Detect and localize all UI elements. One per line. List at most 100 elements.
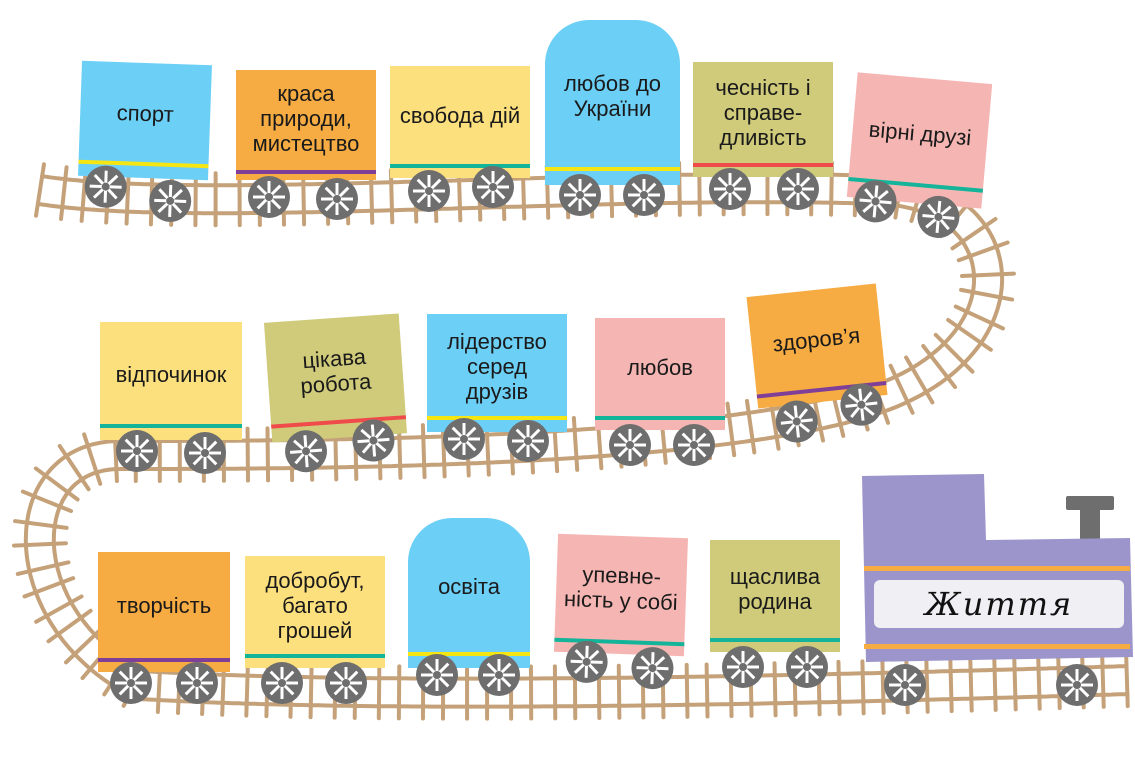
wheel-icon (840, 383, 883, 426)
locomotive: Життя (858, 472, 1133, 706)
wagon-label: цікава робота (299, 343, 373, 399)
wheel-icon (709, 168, 751, 210)
wheel-icon (777, 168, 819, 210)
railway-tie (836, 659, 842, 716)
railway-tie (46, 608, 93, 644)
railway-tie (946, 318, 993, 352)
wagon-wealth: добробут, багато грошей (245, 556, 385, 704)
wagon-stripe (390, 164, 530, 168)
railway-tie (265, 426, 271, 483)
railway-tie (924, 657, 930, 714)
railway-tie (1012, 655, 1018, 712)
wagon-beauty-art: краса природи, мистецтво (236, 70, 376, 220)
wheel-icon (623, 174, 665, 216)
wagon-label: відпочинок (115, 361, 227, 387)
wheel-icon (631, 647, 674, 690)
chimney (1066, 496, 1114, 510)
railway-tie (34, 594, 84, 624)
wheel-icon (149, 179, 192, 222)
railway-tie (22, 576, 76, 599)
wagon-body: любов до України (545, 20, 680, 185)
wagon-rest: відпочинок (100, 322, 242, 474)
railway-tie (744, 398, 757, 455)
wheel-icon (261, 662, 303, 704)
wagon-love: любов (595, 318, 725, 466)
railway-tie (376, 664, 382, 721)
railway-tie (684, 662, 690, 719)
railway-tie (64, 624, 106, 665)
railway-tie (959, 271, 1016, 278)
railway-tie (1100, 652, 1106, 709)
wheel-icon (775, 400, 818, 443)
wagon-self-confidence: упевне-ність у собі (553, 533, 689, 690)
wheel-icon (416, 654, 458, 696)
locomotive-stripe-top (864, 566, 1130, 571)
wagon-honesty: чесність і справе-дливість (693, 62, 833, 210)
railway-tie (725, 401, 737, 458)
wheel-icon (443, 418, 485, 460)
wagon-label: вірні друзі (867, 116, 973, 151)
wagon-body: свобода дій (390, 66, 530, 178)
wagon-body: краса природи, мистецтво (236, 70, 376, 180)
wagon-stripe (236, 170, 376, 174)
wagon-freedom: свобода дій (390, 66, 530, 212)
railway-tie (420, 423, 427, 480)
railway-tie (34, 162, 46, 218)
railway-tie (571, 415, 580, 472)
wheel-icon (472, 166, 514, 208)
wheel-icon (565, 640, 608, 683)
wagon-label: свобода дій (399, 102, 521, 128)
wheel-icon (408, 170, 450, 212)
railway-tie (13, 519, 69, 530)
wagon-label: освіта (438, 573, 500, 599)
wheel-icon (116, 430, 158, 472)
locomotive-body (862, 474, 1133, 662)
railway-tie (11, 541, 68, 548)
wagon-label: щаслива родина (729, 564, 821, 614)
wagon-body: любов (595, 318, 725, 430)
railway-tie (301, 170, 307, 227)
wagon-stripe (98, 658, 230, 662)
railway-tie (79, 167, 88, 223)
wagon-loyal-friends: вірні друзі (846, 72, 993, 238)
railway-tie (904, 355, 935, 405)
railway-tie (20, 489, 74, 514)
wagon-body: добробут, багато грошей (245, 556, 385, 668)
wagon-stripe (245, 654, 385, 658)
wagon-stripe (545, 167, 680, 171)
railway-tie (948, 657, 954, 714)
railway-tie (704, 662, 710, 719)
wagon-stripe (100, 424, 242, 428)
wagon-stripe (693, 163, 833, 167)
wagon-label: любов до України (563, 70, 662, 121)
wheel-icon (609, 424, 651, 466)
wheel-icon (316, 178, 358, 220)
wagon-label: чесність і справе-дливість (715, 75, 811, 150)
wagon-label: творчість (116, 592, 212, 618)
railway-tie (956, 240, 1010, 263)
railway-tie (33, 466, 80, 502)
railway-tie (860, 659, 866, 716)
wagon-health: здоров’я (746, 283, 888, 443)
wagon-stripe (595, 416, 725, 420)
railway-tie (959, 287, 1015, 302)
wheel-icon (478, 654, 520, 696)
railway-tie (880, 658, 886, 715)
chimney-pipe (1080, 508, 1100, 542)
wheel-icon (854, 180, 897, 223)
wheel-icon (722, 646, 764, 688)
wheel-icon (184, 432, 226, 474)
railway-tie (616, 663, 622, 720)
wheel-icon (786, 646, 828, 688)
wagon-body: лідерство серед друзів (427, 314, 567, 432)
railway-tie (888, 363, 915, 415)
railway-tie (82, 432, 103, 486)
wheel-icon (110, 662, 152, 704)
wagon-body: освіта (408, 518, 530, 668)
locomotive-label: Життя (874, 580, 1124, 628)
railway-tie (397, 423, 403, 480)
railway-tie (968, 656, 974, 713)
wheel-icon (673, 424, 715, 466)
locomotive-stripe-bottom (864, 644, 1130, 649)
